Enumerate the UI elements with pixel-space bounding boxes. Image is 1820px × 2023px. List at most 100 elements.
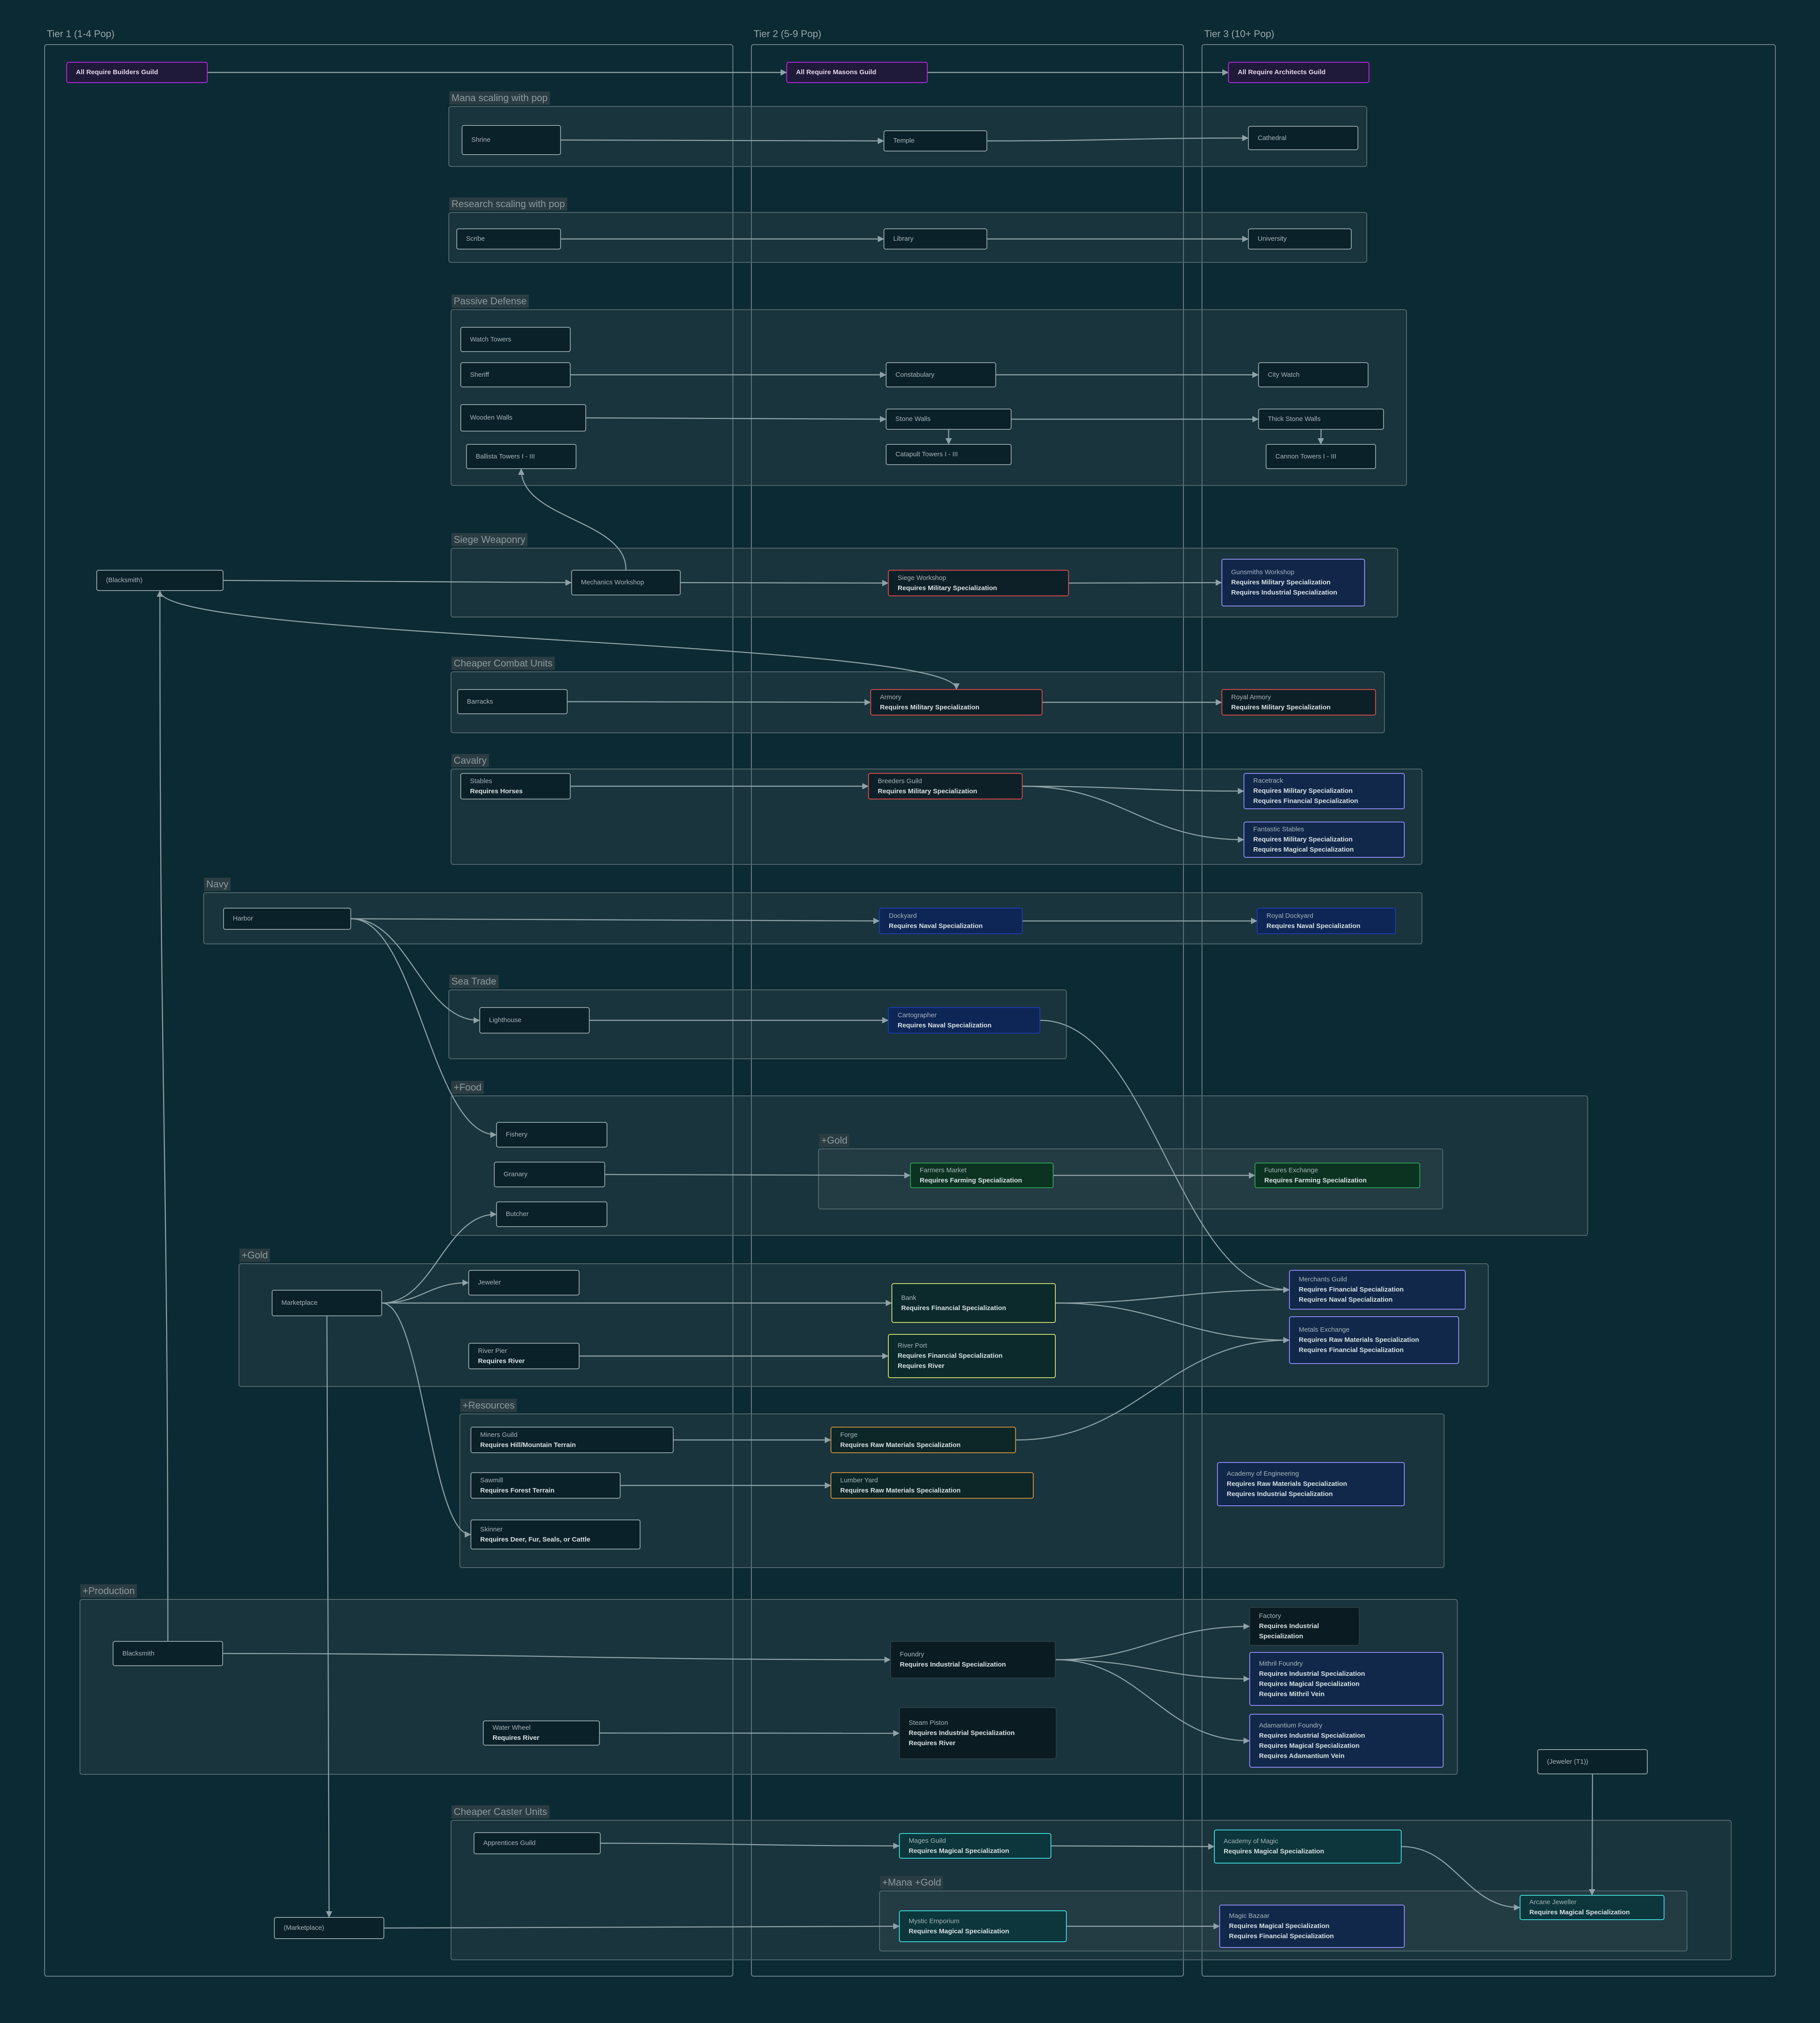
- node-requirement: Requires Financial Specialization: [1229, 1932, 1334, 1940]
- edge-forge-to-metals: [1016, 1337, 1290, 1441]
- node-apprentices[interactable]: Apprentices Guild: [474, 1832, 601, 1854]
- node-citywatch[interactable]: City Watch: [1258, 362, 1369, 387]
- node-title: (Jeweler (T1)): [1547, 1758, 1589, 1765]
- group-cavalry-label: Cavalry: [451, 754, 489, 767]
- node-shrine[interactable]: Shrine: [462, 125, 561, 155]
- node-thickstonewalls[interactable]: Thick Stone Walls: [1258, 409, 1384, 430]
- node-architects[interactable]: All Require Architects Guild: [1228, 62, 1369, 83]
- node-requirement: Requires Industrial Specialization: [900, 1661, 1006, 1668]
- node-temple[interactable]: Temple: [883, 130, 987, 152]
- node-title: Academy of Magic: [1224, 1837, 1278, 1845]
- node-title: All Require Builders Guild: [76, 68, 158, 76]
- node-constabulary[interactable]: Constabulary: [886, 362, 996, 387]
- node-title: Forge: [840, 1431, 858, 1439]
- node-title: Fantastic Stables: [1253, 826, 1304, 833]
- node-title: Catapult Towers I - III: [895, 451, 958, 458]
- node-cathedral[interactable]: Cathedral: [1248, 126, 1358, 150]
- node-requirement: Requires Military Specialization: [1231, 703, 1331, 711]
- node-blacksmith[interactable]: Blacksmith: [113, 1641, 223, 1666]
- node-watchtowers[interactable]: Watch Towers: [460, 327, 571, 352]
- node-requirement: Requires Magical Specialization: [1253, 846, 1354, 853]
- node-marketplace[interactable]: Marketplace: [272, 1290, 382, 1316]
- node-blacksmithref[interactable]: (Blacksmith): [96, 570, 224, 591]
- node-requirement: Requires Forest Terrain: [480, 1486, 555, 1494]
- node-butcher[interactable]: Butcher: [496, 1201, 607, 1227]
- node-stonewalls[interactable]: Stone Walls: [886, 409, 1012, 430]
- tier-1-label: Tier 1 (1-4 Pop): [47, 28, 115, 39]
- node-title: Mystic Emporium: [909, 1917, 960, 1925]
- edge-foundry-to-factory: [1055, 1623, 1250, 1660]
- group-production: [80, 1599, 1458, 1775]
- node-sheriff[interactable]: Sheriff: [460, 362, 571, 387]
- node-lighthouse[interactable]: Lighthouse: [479, 1007, 590, 1034]
- node-university[interactable]: University: [1248, 228, 1352, 250]
- group-defense-label: Passive Defense: [451, 295, 529, 308]
- node-ballista[interactable]: Ballista Towers I - III: [466, 444, 576, 469]
- node-masons[interactable]: All Require Masons Guild: [786, 62, 928, 83]
- edge-marketplace-to-skinner: [382, 1302, 471, 1538]
- node-cannon[interactable]: Cannon Towers I - III: [1266, 444, 1376, 469]
- node-title: Blacksmith: [122, 1649, 155, 1657]
- edge-apprentices-to-magesguild: [600, 1842, 900, 1849]
- node-woodenwalls[interactable]: Wooden Walls: [460, 404, 586, 432]
- node-library[interactable]: Library: [883, 228, 987, 250]
- node-requirement: Requires Horses: [470, 787, 523, 795]
- node-barracks[interactable]: Barracks: [457, 689, 568, 714]
- node-scribe[interactable]: Scribe: [456, 228, 561, 250]
- node-title: Foundry: [900, 1651, 925, 1658]
- tier-2-column: [751, 44, 1184, 1977]
- edge-breeders-to-racetrack: [1022, 785, 1244, 795]
- node-mechanics[interactable]: Mechanics Workshop: [571, 570, 681, 595]
- group-navy: [203, 892, 1422, 944]
- node-harbor[interactable]: Harbor: [223, 908, 351, 930]
- node-granary[interactable]: Granary: [494, 1162, 605, 1187]
- group-gold-label: +Gold: [239, 1249, 270, 1262]
- edge-woodenwalls-to-stonewalls: [586, 416, 887, 423]
- node-requirement: Requires Raw Materials Specialization: [1299, 1336, 1419, 1344]
- node-builders[interactable]: All Require Builders Guild: [66, 62, 208, 83]
- node-fishery[interactable]: Fishery: [496, 1122, 607, 1148]
- node-title: (Blacksmith): [106, 576, 143, 584]
- node-title: Stone Walls: [895, 415, 931, 423]
- node-catapult[interactable]: Catapult Towers I - III: [886, 444, 1012, 465]
- node-jewelerref[interactable]: (Jeweler (T1)): [1537, 1749, 1648, 1774]
- node-marketref[interactable]: (Marketplace): [274, 1917, 384, 1939]
- node-jeweler[interactable]: Jeweler: [468, 1270, 580, 1296]
- node-title: Royal Armory: [1231, 693, 1271, 701]
